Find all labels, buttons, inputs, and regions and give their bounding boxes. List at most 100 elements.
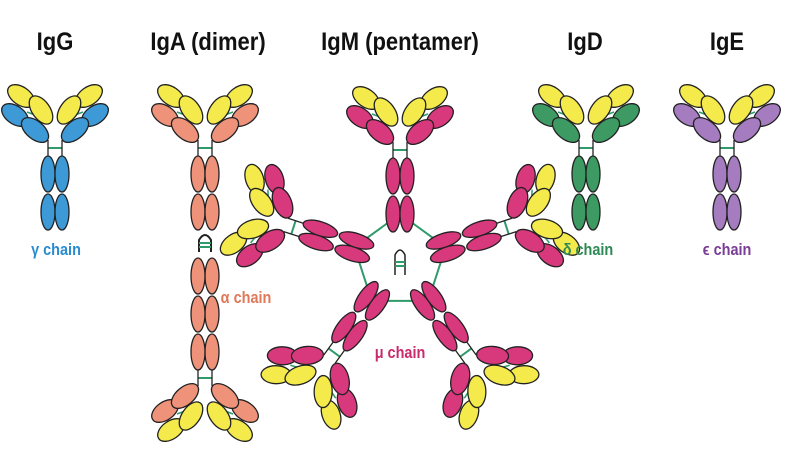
fc-domain <box>409 289 436 321</box>
alpha-chain-label: α chain <box>220 288 272 307</box>
heavy-chain-constant <box>514 228 545 253</box>
fc-domain <box>54 193 70 231</box>
fc-domain <box>385 157 401 195</box>
light-chain-constant <box>559 95 585 125</box>
fc-domain <box>204 257 220 295</box>
hinge <box>496 217 513 224</box>
fc-domain <box>429 244 466 264</box>
fc-domain <box>712 193 728 231</box>
j-chain <box>198 234 212 252</box>
heavy-chain-constant <box>732 116 762 144</box>
light-chain-constant <box>178 401 204 431</box>
light-chain-constant <box>401 97 427 127</box>
light-chain-constant <box>284 364 317 386</box>
hinge <box>323 341 334 356</box>
heavy-chain-constant <box>210 382 240 410</box>
heavy-chain-constant <box>60 116 90 144</box>
hinge <box>454 349 466 364</box>
fc-domain <box>190 193 206 231</box>
light-chain-constant <box>467 374 487 409</box>
light-chain-constant <box>700 95 726 125</box>
fc-domain <box>571 193 587 231</box>
light-chain-constant <box>178 95 204 125</box>
heavy-chain-constant <box>450 362 471 396</box>
fc-domain <box>571 155 587 193</box>
fc-domain <box>353 280 379 313</box>
fc-domain <box>399 157 415 195</box>
fc-domain <box>40 155 56 193</box>
fc-domain <box>302 219 339 239</box>
fc-domain <box>204 155 220 193</box>
light-chain-constant <box>249 187 275 217</box>
fc-domain <box>385 195 401 233</box>
fc-domain <box>726 193 742 231</box>
light-chain-constant <box>483 364 516 386</box>
gamma-chain-label: γ chain <box>31 240 81 259</box>
light-chain-constant <box>236 218 270 240</box>
igm-j-chain <box>394 249 406 275</box>
light-chain-constant <box>56 95 82 125</box>
hinge <box>283 230 300 238</box>
fc-domain <box>54 155 70 193</box>
igm-monomer <box>409 280 540 430</box>
fc-domain <box>190 155 206 193</box>
delta-chain-label: δ chain <box>562 240 614 259</box>
igd-title: IgD <box>567 28 603 56</box>
light-chain-constant <box>313 374 333 409</box>
fc-domain <box>585 155 601 193</box>
igm-title: IgM (pentamer) <box>321 28 479 56</box>
igm-monomer <box>260 280 391 430</box>
fc-domain <box>204 295 220 333</box>
iga-title: IgA (dimer) <box>150 28 266 56</box>
heavy-chain-constant <box>210 116 240 144</box>
heavy-chain-constant <box>475 345 510 366</box>
fc-domain <box>190 333 206 371</box>
fc-domain <box>190 257 206 295</box>
igg-title: IgG <box>36 28 74 56</box>
fc-domain <box>712 155 728 193</box>
light-chain-constant <box>530 218 564 240</box>
mu-chain-label: μ chain <box>374 343 426 362</box>
hinge <box>334 349 346 364</box>
light-chain-constant <box>587 95 613 125</box>
fc-domain <box>466 232 502 252</box>
hinge <box>466 341 477 356</box>
light-chain-constant <box>728 95 754 125</box>
heavy-chain-constant <box>591 116 621 144</box>
fc-domain <box>331 311 357 344</box>
heavy-chain-constant <box>20 116 50 144</box>
disulfide-bond <box>327 347 341 358</box>
disulfide-bond <box>290 220 297 235</box>
heavy-chain-constant <box>290 345 325 366</box>
heavy-chain-constant <box>255 228 286 253</box>
heavy-chain-constant <box>405 118 435 146</box>
igg-monomer <box>1 84 109 231</box>
igm-monomer <box>346 86 454 233</box>
iga-monomer-bottom <box>151 257 259 442</box>
ige-title: IgE <box>709 28 745 56</box>
iga-j-chain <box>198 234 212 252</box>
heavy-chain-constant <box>329 362 350 396</box>
fc-domain <box>399 195 415 233</box>
fc-domain <box>40 193 56 231</box>
hinge <box>500 230 517 238</box>
heavy-chain-constant <box>551 116 581 144</box>
heavy-chain-constant <box>170 116 200 144</box>
heavy-chain-constant <box>692 116 722 144</box>
igm-monomer <box>219 163 375 268</box>
heavy-chain-constant <box>271 186 294 219</box>
igm-monomer <box>425 163 581 268</box>
disulfide-bond <box>503 220 510 235</box>
light-chain-constant <box>206 95 232 125</box>
fc-domain <box>204 193 220 231</box>
heavy-chain-constant <box>506 186 529 219</box>
epsilon-chain-label: ϵ chain <box>702 240 752 259</box>
hinge <box>287 217 304 224</box>
fc-domain <box>585 193 601 231</box>
igd-monomer <box>532 84 640 231</box>
light-chain-constant <box>206 401 232 431</box>
fc-domain <box>204 333 220 371</box>
heavy-chain-constant <box>365 118 395 146</box>
light-chain-constant <box>525 187 551 217</box>
